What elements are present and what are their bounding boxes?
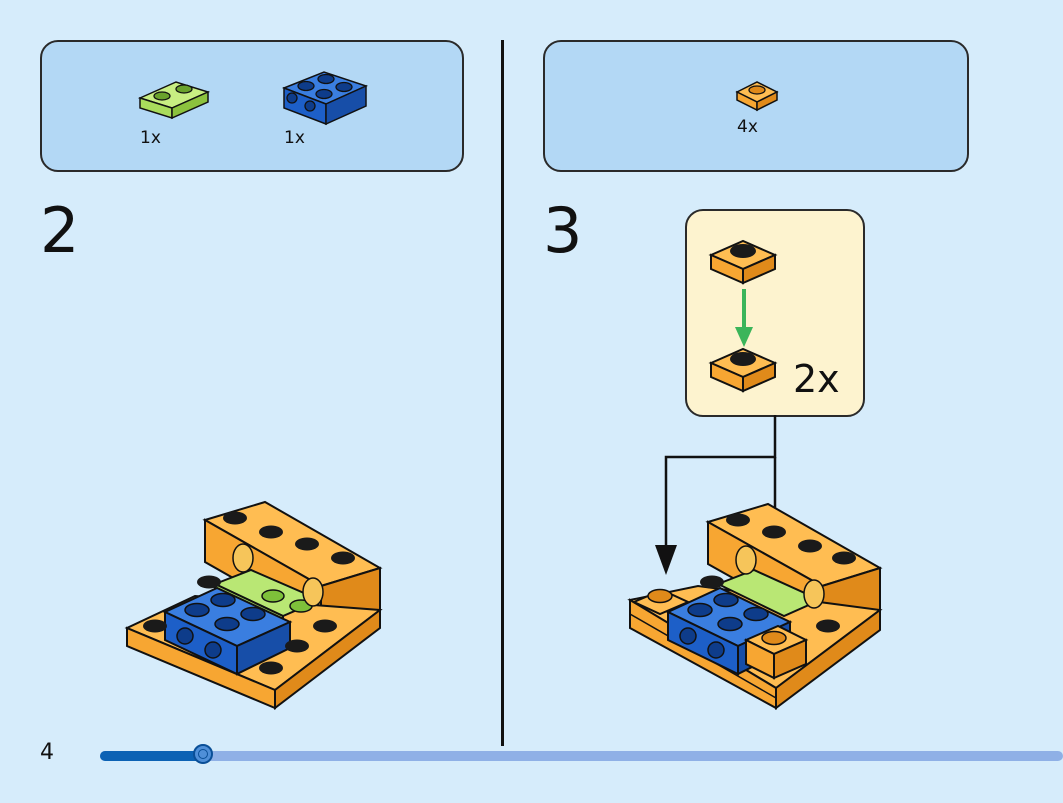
progress-track (100, 751, 1063, 761)
step-2-build-illustration (124, 500, 383, 711)
step-number: 3 (543, 194, 583, 267)
callout-multiplier: 2x (793, 357, 840, 401)
orange-plate-1x1-icon (708, 347, 778, 393)
lime-plate-1x2-icon (137, 81, 211, 120)
page-divider (501, 40, 504, 746)
orange-plate-1x1-icon (735, 81, 779, 112)
step-3-build-illustration (627, 502, 883, 710)
parts-list-step-2: 1x 1x (40, 40, 464, 172)
orange-plate-1x1-icon (708, 239, 778, 285)
part-quantity: 4x (737, 117, 758, 137)
progress-fill (100, 751, 206, 761)
part-quantity: 1x (140, 128, 161, 148)
step-number: 2 (40, 194, 80, 267)
green-down-arrow-icon (735, 289, 753, 347)
page-number: 4 (40, 740, 54, 765)
progress-knob[interactable] (193, 744, 213, 764)
part-quantity: 1x (284, 128, 305, 148)
parts-list-step-3: 4x (543, 40, 969, 172)
blue-plate-2x2-icon (281, 71, 369, 126)
sub-assembly-callout: 2x (685, 209, 865, 417)
